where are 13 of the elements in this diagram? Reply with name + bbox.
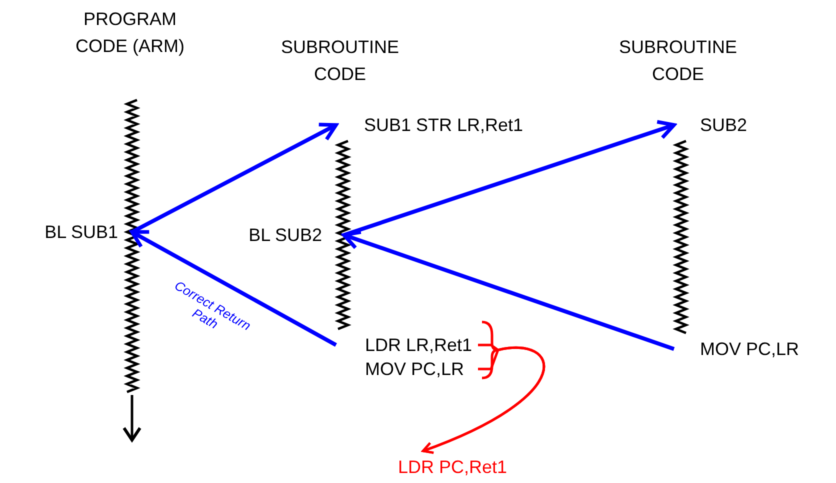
code-label: MOV PC,LR bbox=[674, 337, 824, 361]
arrow bbox=[130, 230, 337, 347]
code-label: SUB2 bbox=[674, 113, 764, 137]
column-heading: PROGRAM CODE (ARM) bbox=[74, 8, 186, 58]
code-label: LDR LR,Ret1 bbox=[336, 333, 478, 357]
code-label: MOV PC,LR bbox=[365, 357, 478, 381]
column-heading: SUBROUTINE CODE bbox=[280, 36, 400, 86]
arrow bbox=[342, 230, 675, 351]
column-heading: SUBROUTINE CODE bbox=[618, 36, 738, 86]
code-label: SUB1 STR LR,Ret1 bbox=[336, 113, 536, 137]
code-label: LDR PC,Ret1 bbox=[398, 455, 548, 479]
code-label: BL SUB1 bbox=[8, 220, 132, 244]
code-label: BL SUB2 bbox=[200, 223, 344, 247]
